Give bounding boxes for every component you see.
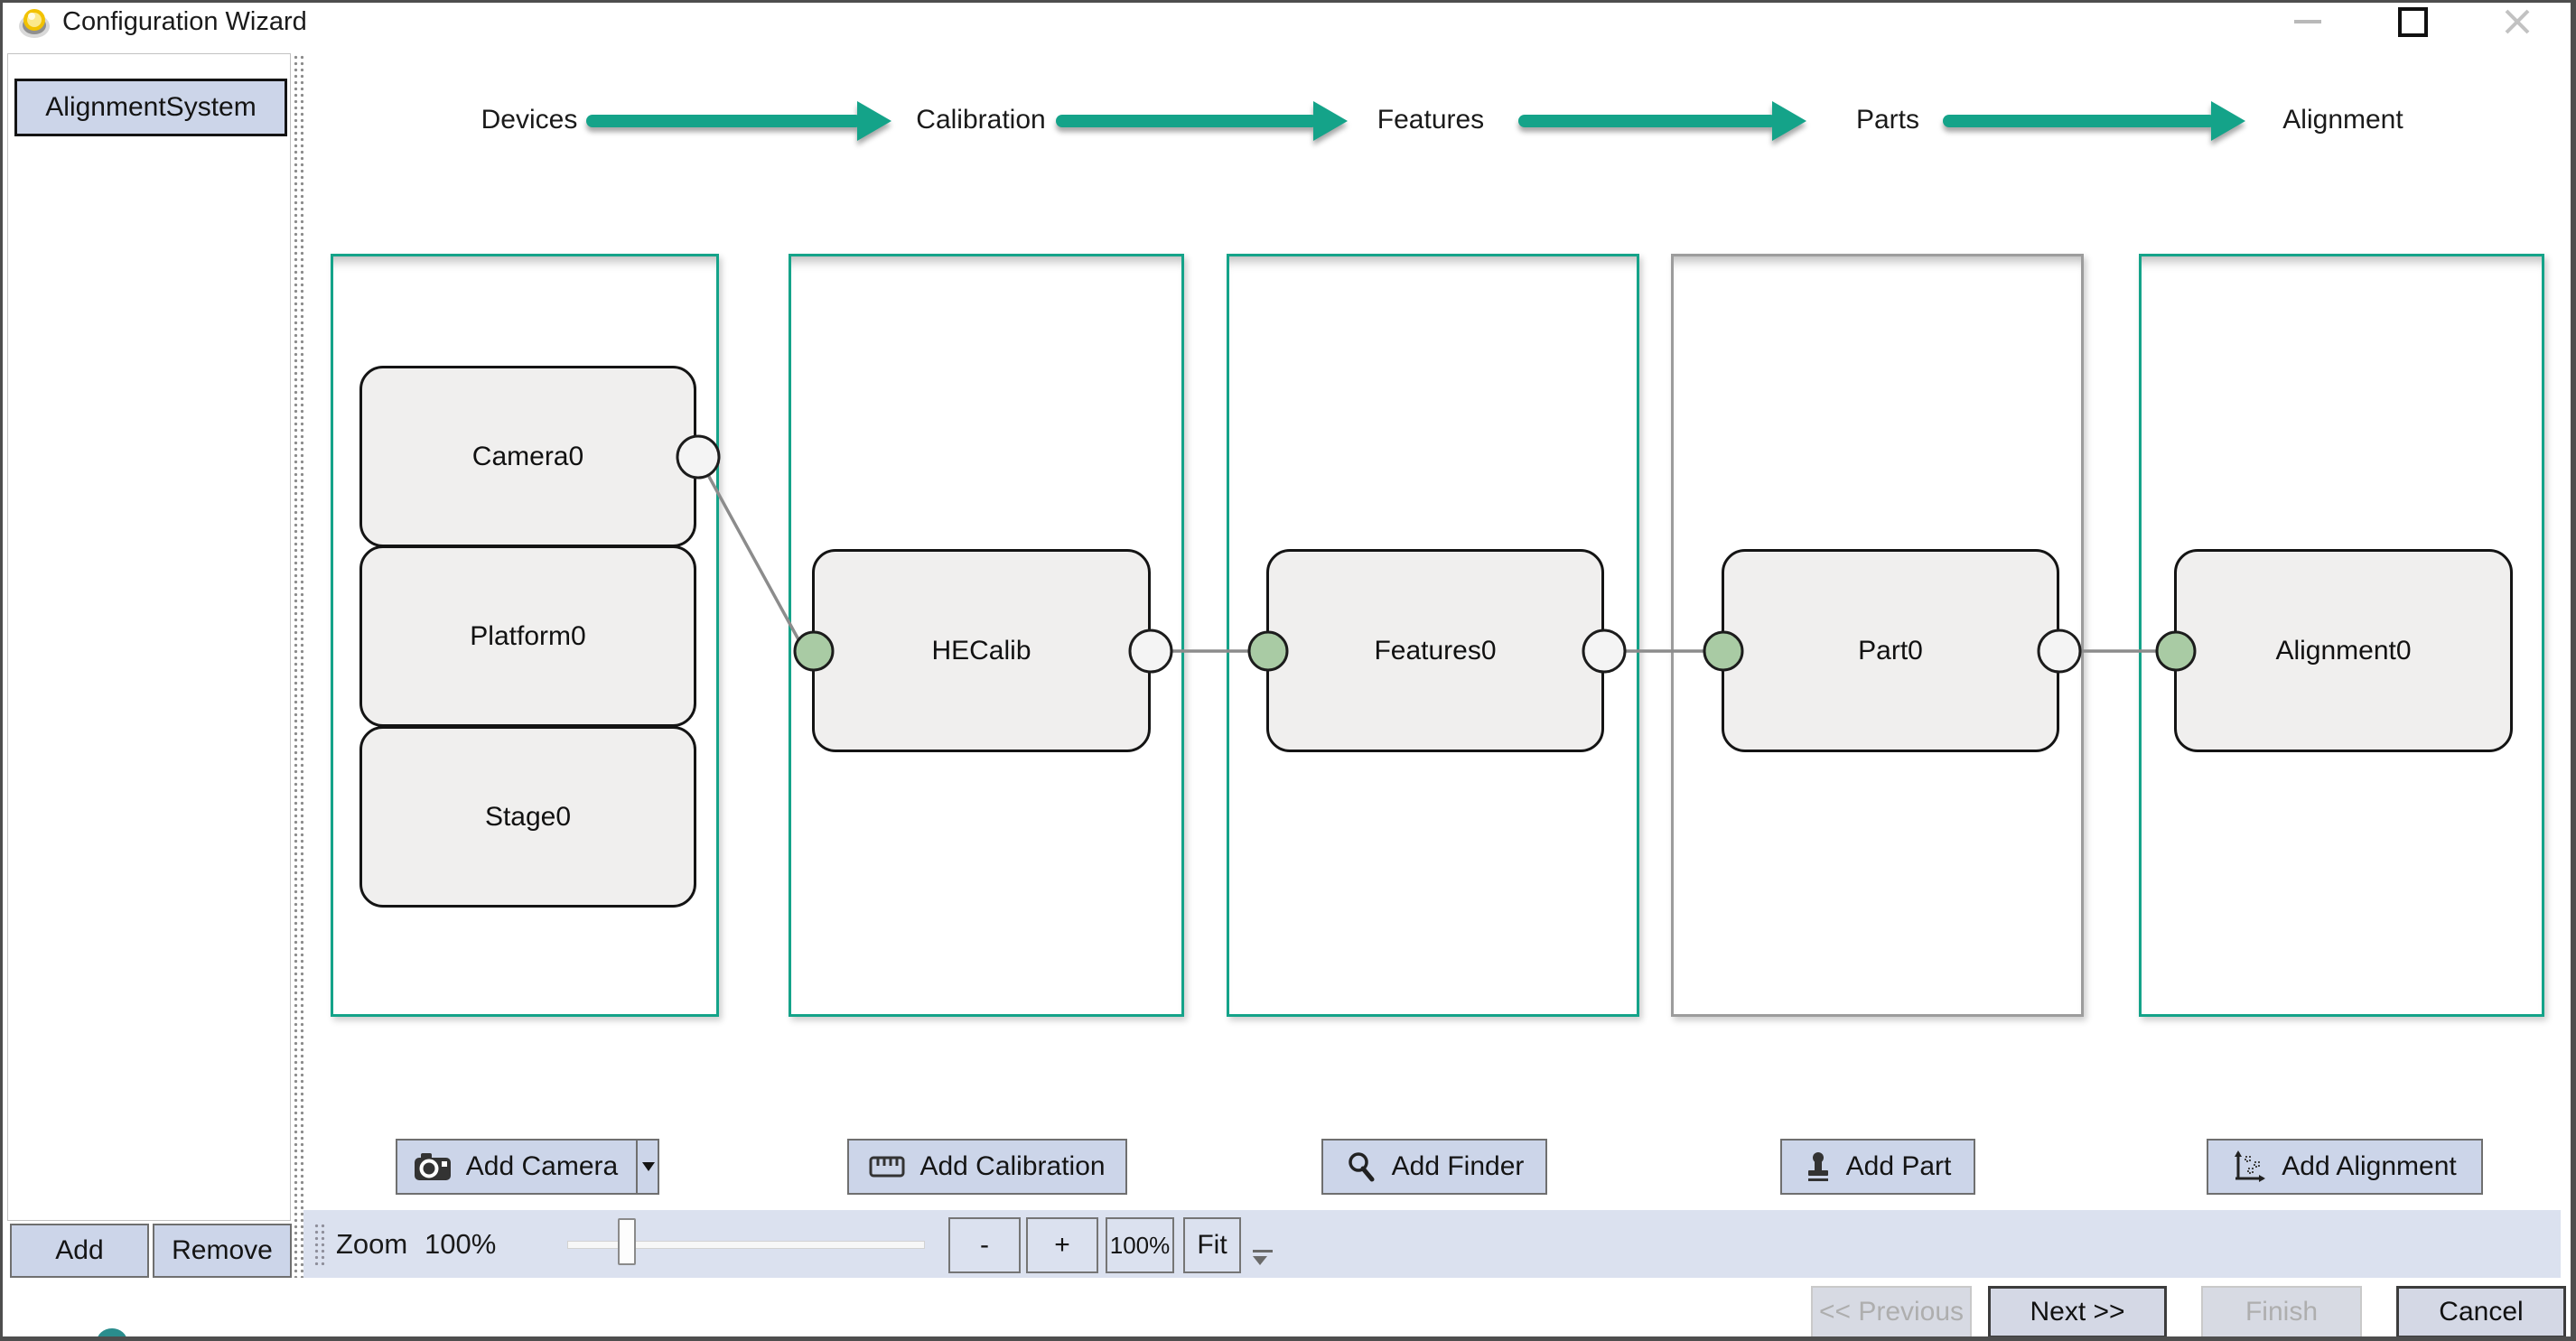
zoom-100-button[interactable]: 100% [1106, 1217, 1174, 1273]
zoom-value: 100% [425, 1227, 497, 1260]
close-button[interactable] [2496, 3, 2539, 41]
next-label: Next >> [2030, 1297, 2125, 1327]
add-camera-dropdown-button[interactable] [638, 1139, 659, 1195]
node-stage0-label: Stage0 [484, 801, 572, 832]
hecalib-input-port[interactable] [793, 630, 835, 672]
stage-label-parts: Parts [1855, 105, 1920, 135]
ruler-icon [869, 1156, 905, 1178]
system-list-panel [7, 53, 291, 1221]
stage-label-calibration: Calibration [916, 105, 1046, 135]
toolbar-grip-handle[interactable] [313, 1223, 326, 1265]
titlebar: Configuration Wizard [3, 3, 2571, 41]
zoom-toolbar: Zoom 100% - + 100% Fit [303, 1210, 2561, 1278]
arrow-calibration-features [1056, 101, 1348, 141]
zoom-fit-label: Fit [1197, 1230, 1227, 1260]
finish-button[interactable]: Finish [2201, 1286, 2362, 1336]
features0-output-port[interactable] [1582, 629, 1627, 674]
node-platform0[interactable]: Platform0 [359, 545, 696, 727]
arrow-devices-calibration [586, 101, 891, 141]
node-hecalib[interactable]: HECalib [812, 549, 1151, 752]
magnifier-icon [1348, 1152, 1375, 1182]
node-alignment0[interactable]: Alignment0 [2174, 549, 2513, 752]
sidebar-splitter[interactable] [292, 53, 303, 1278]
add-camera-split-divider [636, 1139, 638, 1195]
finish-label: Finish [2245, 1297, 2319, 1327]
add-calibration-button[interactable]: Add Calibration [847, 1139, 1127, 1195]
window-title: Configuration Wizard [62, 6, 307, 36]
overflow-dash-icon [1253, 1250, 1273, 1253]
bottom-edge-artifact [97, 1328, 127, 1336]
node-part0[interactable]: Part0 [1722, 549, 2059, 752]
sidebar-item-alignment-system[interactable]: AlignmentSystem [14, 79, 287, 136]
zoom-in-label: + [1054, 1230, 1070, 1260]
overflow-arrow-icon [1253, 1256, 1267, 1265]
stamp-icon [1807, 1152, 1828, 1181]
node-platform0-label: Platform0 [470, 620, 586, 651]
features0-input-port[interactable] [1247, 630, 1289, 672]
stage-label-features: Features [1377, 105, 1485, 135]
add-alignment-button[interactable]: Add Alignment [2207, 1139, 2483, 1195]
maximize-icon [2397, 6, 2428, 37]
add-alignment-label: Add Alignment [2282, 1151, 2457, 1181]
maximize-button[interactable] [2391, 3, 2434, 41]
remove-system-button[interactable]: Remove [153, 1224, 292, 1278]
stage-label-alignment: Alignment [2282, 105, 2403, 135]
node-features0[interactable]: Features0 [1266, 549, 1604, 752]
node-stage0[interactable]: Stage0 [359, 726, 696, 908]
hecalib-output-port[interactable] [1128, 629, 1173, 674]
add-camera-label: Add Camera [465, 1151, 619, 1181]
zoom-slider-track[interactable] [567, 1241, 925, 1249]
zoom-fit-button[interactable]: Fit [1183, 1217, 1241, 1273]
add-camera-button[interactable]: Add Camera [396, 1139, 659, 1195]
cancel-button[interactable]: Cancel [2396, 1286, 2566, 1336]
add-system-label: Add [55, 1235, 104, 1265]
zoom-out-label: - [980, 1230, 989, 1260]
alignment0-input-port[interactable] [2155, 630, 2197, 672]
app-logo-icon [16, 6, 52, 39]
previous-button[interactable]: << Previous [1811, 1286, 1972, 1336]
previous-label: << Previous [1818, 1297, 1965, 1327]
camera-icon [414, 1153, 451, 1180]
arrow-parts-alignment [1943, 101, 2245, 141]
part0-output-port[interactable] [2037, 629, 2082, 674]
part0-input-port[interactable] [1703, 630, 1744, 672]
minimize-icon [2294, 20, 2321, 23]
arrow-features-parts [1518, 101, 1806, 141]
node-camera0[interactable]: Camera0 [359, 366, 696, 547]
chevron-down-icon [642, 1162, 655, 1171]
minimize-button[interactable] [2286, 3, 2329, 41]
camera0-output-port[interactable] [676, 434, 721, 480]
add-part-label: Add Part [1845, 1151, 1952, 1181]
alignment-system-label: AlignmentSystem [45, 92, 257, 122]
cancel-label: Cancel [2439, 1297, 2524, 1327]
stage-label-devices: Devices [481, 105, 578, 135]
close-icon [2505, 9, 2530, 34]
node-hecalib-label: HECalib [931, 635, 1031, 666]
axes-icon [2235, 1150, 2266, 1182]
add-finder-label: Add Finder [1391, 1151, 1525, 1181]
zoom-label: Zoom [336, 1227, 408, 1260]
add-system-button[interactable]: Add [10, 1224, 149, 1278]
node-features0-label: Features0 [1374, 635, 1497, 666]
zoom-out-button[interactable]: - [948, 1217, 1021, 1273]
node-part0-label: Part0 [1858, 635, 1923, 666]
add-calibration-label: Add Calibration [919, 1151, 1106, 1181]
node-alignment0-label: Alignment0 [2275, 635, 2412, 666]
add-part-button[interactable]: Add Part [1780, 1139, 1975, 1195]
zoom-in-button[interactable]: + [1026, 1217, 1098, 1273]
zoom-100-label: 100% [1109, 1231, 1171, 1259]
zoom-slider-thumb[interactable] [618, 1218, 636, 1265]
next-button[interactable]: Next >> [1988, 1286, 2167, 1336]
remove-system-label: Remove [172, 1235, 273, 1265]
add-finder-button[interactable]: Add Finder [1321, 1139, 1547, 1195]
toolbar-overflow-button[interactable] [1253, 1250, 1273, 1270]
node-camera0-label: Camera0 [471, 441, 584, 471]
